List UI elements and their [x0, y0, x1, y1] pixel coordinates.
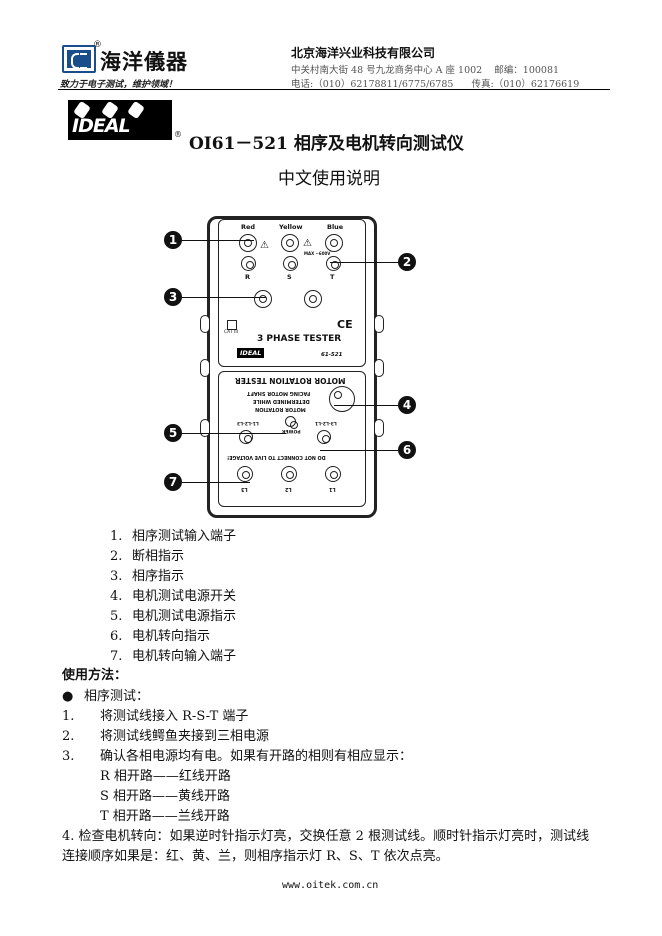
registered-mark: ®	[93, 40, 102, 50]
callout-line	[182, 482, 250, 483]
step-item: 3.确认各相电源均有电。如果有开路的相则有相应显示：	[62, 749, 413, 764]
callout-line	[182, 433, 286, 434]
legend-item: 6.电机转向指示	[110, 629, 211, 644]
legend-item: 3.相序指示	[110, 569, 185, 584]
callout-4: 4	[398, 396, 416, 414]
double-insulation-icon	[227, 320, 237, 330]
label-blue: Blue	[327, 223, 344, 231]
motor-tester-title: MOTOR ROTATION TESTER	[235, 376, 346, 385]
label-l2: L2	[285, 486, 292, 492]
motor-jack-l2	[281, 466, 297, 482]
step-item: 1.将测试线接入 R-S-T 端子	[62, 709, 249, 724]
open-phase-line: T 相开路——兰线开路	[100, 809, 230, 824]
callout-line	[330, 262, 398, 263]
bullet-item: ●相序测试：	[62, 689, 150, 704]
led-r	[241, 256, 256, 271]
power-switch-button	[329, 386, 355, 412]
label-l3: L3	[241, 486, 248, 492]
label-yellow: Yellow	[279, 223, 303, 231]
company-logo-icon	[62, 45, 96, 73]
callout-1: 1	[164, 231, 182, 249]
jack-blue	[325, 234, 343, 252]
label-l1: L1	[329, 486, 336, 492]
label-s: S	[287, 273, 292, 281]
ideal-registered-mark: ®	[174, 130, 182, 139]
document-subtitle: 中文使用说明	[278, 169, 380, 189]
label-t: T	[330, 273, 335, 281]
motor-tester-panel: MOTOR ROTATION TESTER FACING MOTOR SHAFT…	[218, 371, 366, 507]
header-divider	[58, 89, 610, 90]
footer-url[interactable]: www.oitek.com.cn	[282, 880, 379, 891]
motor-jack-l3	[237, 466, 253, 482]
step-4-line: 连接顺序如果是：红、黄、兰，则相序指示灯 R、S、T 依次点亮。	[62, 849, 449, 864]
callout-line	[334, 405, 398, 406]
live-voltage-warning: DO NOT CONNECT TO LIVE VOLTAGE!	[227, 454, 326, 459]
ccw-indicator	[239, 430, 253, 444]
ideal-logo: IDEAL	[68, 100, 172, 140]
cw-indicator	[317, 430, 331, 444]
device-ear	[374, 315, 384, 333]
power-led	[285, 416, 298, 429]
legend-item: 1.相序测试输入端子	[110, 529, 237, 544]
document-title: OI61－521 相序及电机转向测试仪	[189, 134, 464, 154]
legend-item: 4.电机测试电源开关	[110, 589, 237, 604]
phase-tester-panel: Red Yellow Blue ⚠ ⚠ MAX ~600V R S T CAT …	[218, 219, 366, 367]
callout-6: 6	[398, 441, 416, 459]
callout-7: 7	[164, 473, 182, 491]
device-ear	[374, 419, 384, 437]
motor-jack-l1	[325, 466, 341, 482]
callout-2: 2	[398, 253, 416, 271]
left-indicator-label: L1-L2-L3	[237, 420, 259, 425]
open-phase-line: R 相开路——红线开路	[100, 769, 231, 784]
legend-item: 2.断相指示	[110, 549, 185, 564]
led-t	[326, 256, 341, 271]
motor-note-line: FACING MOTOR SHAFT	[247, 390, 311, 396]
device-ear	[200, 419, 210, 437]
bullet-icon: ●	[62, 689, 74, 704]
callout-3: 3	[164, 288, 182, 306]
device-brand: IDEAL	[237, 348, 265, 358]
jack-yellow	[281, 234, 299, 252]
legend-item: 5.电机测试电源指示	[110, 609, 237, 624]
step-item: 2.将测试线鳄鱼夹接到三相电源	[62, 729, 270, 744]
slogan: 致力于电子测试，维护领域！	[60, 80, 178, 90]
led-s	[283, 256, 298, 271]
label-red: Red	[241, 223, 256, 231]
open-phase-line: S 相开路——黄线开路	[100, 789, 231, 804]
legend-item: 7.电机转向输入端子	[110, 649, 237, 664]
device-model: 61-521	[321, 352, 343, 358]
callout-line	[320, 450, 398, 451]
device-name: 3 PHASE TESTER	[257, 334, 342, 344]
device-ear	[200, 315, 210, 333]
callout-5: 5	[164, 424, 182, 442]
jack-red	[239, 234, 257, 252]
device-illustration: Red Yellow Blue ⚠ ⚠ MAX ~600V R S T CAT …	[200, 216, 384, 518]
rotation-indicator-left	[254, 290, 272, 308]
right-indicator-label: L3-L2-L1	[315, 420, 337, 425]
company-address: 中关村南大街 48 号九龙商务中心 A 座 1002 邮编：100081	[291, 65, 560, 76]
callout-line	[182, 297, 266, 298]
cat-label: CAT III	[224, 330, 239, 335]
warning-icon: ⚠	[260, 240, 269, 251]
ce-mark: CE	[337, 318, 353, 331]
step-4-line: 4. 检查电机转向：如果逆时针指示灯亮，交换任意 2 根测试线。顺时针指示灯亮时…	[62, 829, 590, 844]
motor-note-line: DETERMINED WHILE	[253, 398, 310, 404]
motor-note-line: MOTOR ROTATION	[255, 406, 306, 412]
usage-heading: 使用方法：	[62, 668, 128, 683]
callout-line	[182, 240, 254, 241]
device-ear	[374, 359, 384, 377]
label-r: R	[245, 273, 251, 281]
company-name: 北京海洋兴业科技有限公司	[291, 46, 436, 60]
brand-name: 海洋儀器	[100, 50, 188, 74]
ideal-logo-text: IDEAL	[72, 115, 131, 137]
rotation-indicator-right	[304, 290, 322, 308]
max-voltage-label: MAX ~600V	[304, 251, 331, 256]
device-ear	[200, 359, 210, 377]
warning-icon: ⚠	[303, 238, 312, 249]
company-contact: 电话:（010）62178811/6775/6785 传真:（010）62176…	[291, 79, 580, 90]
